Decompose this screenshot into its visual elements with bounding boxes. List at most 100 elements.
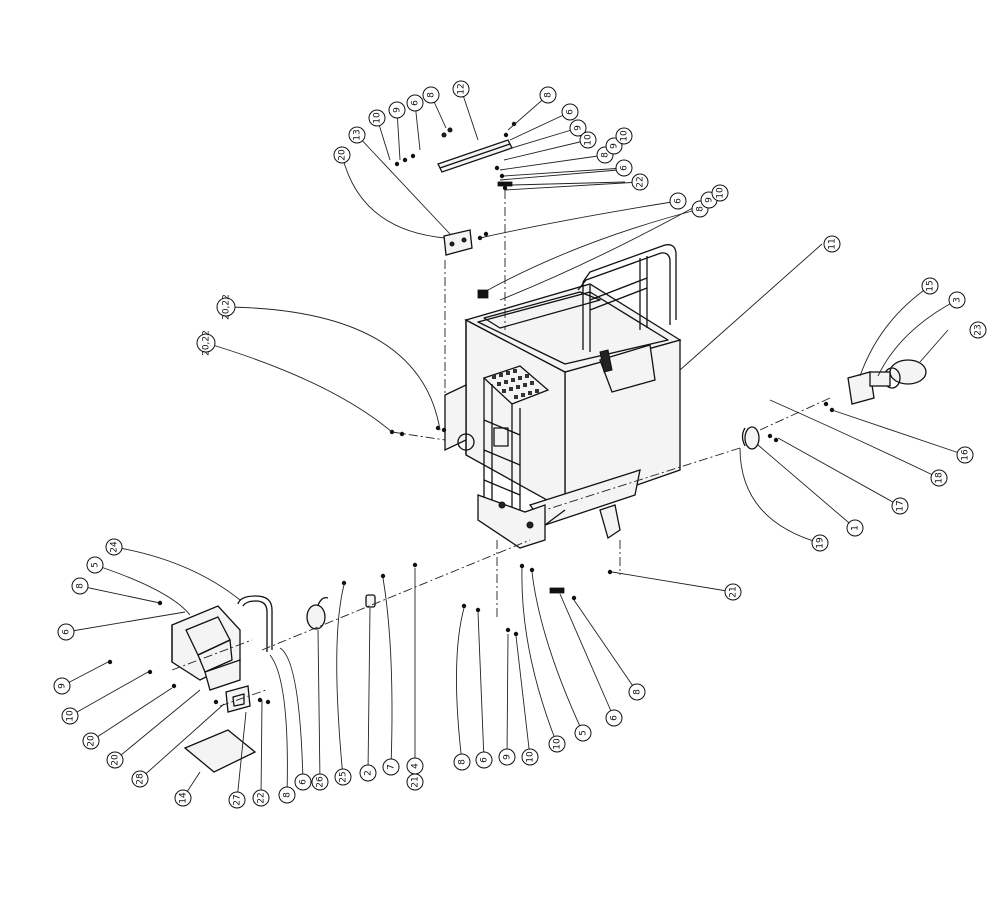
spout-cover: [171, 605, 241, 691]
callout-label: 12: [457, 83, 467, 94]
callout-balloon: 6: [475, 751, 493, 769]
callout-label: 21: [729, 586, 739, 597]
callout-circle: [406, 773, 424, 791]
step-ladder: [477, 365, 550, 549]
callout-label: 8: [601, 152, 611, 158]
callout-label: 3: [953, 297, 963, 303]
callout-circle: [61, 707, 79, 725]
callout-circle: [406, 94, 424, 112]
lamp-26: [306, 597, 329, 630]
callout-circle: [579, 131, 597, 149]
callout-label: 9: [503, 754, 513, 760]
handrail: [577, 244, 677, 393]
callout-circle: [631, 173, 649, 191]
callout-circle: [628, 683, 646, 701]
callout-balloon: 10: [521, 748, 539, 766]
callout-label: 8: [283, 792, 293, 798]
callout-label: 20: [87, 735, 97, 747]
callout-circle: [823, 235, 841, 253]
callout-label: 26: [316, 776, 326, 788]
chute-plate: [183, 729, 257, 773]
handle-24: [237, 595, 273, 652]
callout-balloon: 25: [334, 768, 352, 786]
callout-circle: [311, 773, 329, 791]
callout-circle: [475, 751, 493, 769]
callout-label: 6: [299, 779, 309, 785]
callout-label: 20: [338, 149, 348, 161]
callout-circle: [846, 519, 864, 537]
latch-bracket: [225, 685, 251, 713]
callout-circle: [105, 538, 123, 556]
callout-balloon: 2: [359, 764, 377, 782]
callout-circle: [452, 80, 470, 98]
callout-balloons: 12869101320869108910622689101120,2220,22…: [53, 80, 987, 809]
callout-circle: [71, 577, 89, 595]
callout-balloon: 22: [631, 173, 649, 191]
callout-circle: [216, 297, 236, 317]
callout-label: 20,22: [222, 294, 232, 320]
callout-circle: [333, 146, 351, 164]
callout-label: 6: [480, 757, 490, 763]
callout-balloon: 17: [891, 497, 909, 515]
callout-balloon: 20,22: [216, 294, 236, 320]
callout-label: 24: [110, 541, 120, 553]
hopper-body: [444, 283, 682, 526]
callout-circle: [334, 768, 352, 786]
callout-circle: [891, 497, 909, 515]
callout-circle: [711, 184, 729, 202]
callout-label: 10: [584, 134, 594, 146]
callout-circle: [548, 735, 566, 753]
callout-label: 8: [633, 689, 643, 695]
callout-label: 25: [339, 771, 349, 782]
callout-label: 9: [574, 125, 584, 131]
callout-circle: [86, 556, 104, 574]
callout-circle: [539, 86, 557, 104]
callout-label: 6: [674, 198, 684, 204]
top-plate: [437, 127, 513, 173]
callout-balloon: 27: [228, 791, 246, 809]
motor-assembly: [847, 359, 927, 405]
callout-label: 21: [411, 776, 421, 787]
callout-balloon: 5: [574, 724, 592, 742]
callout-label: 9: [393, 107, 403, 113]
callout-balloon: 9: [388, 101, 406, 119]
callout-balloon: 14: [174, 789, 192, 807]
callout-balloon: 6: [561, 103, 579, 121]
callout-label: 6: [610, 715, 620, 721]
callout-label: 8: [458, 759, 468, 765]
callout-label: 14: [179, 792, 189, 804]
callout-balloon: 22: [252, 789, 270, 807]
callout-balloon: 21: [406, 773, 424, 791]
callout-circle: [252, 789, 270, 807]
callout-label: 5: [91, 562, 101, 568]
callout-balloon: 6: [605, 709, 623, 727]
callout-circle: [569, 119, 587, 137]
callout-balloon: 5: [86, 556, 104, 574]
callout-label: 23: [974, 324, 984, 335]
callout-label: 8: [696, 206, 706, 212]
callout-balloon: 15: [921, 277, 939, 295]
callout-balloon: 18: [930, 469, 948, 487]
callout-label: 9: [610, 143, 620, 149]
callout-label: 8: [544, 92, 554, 98]
callout-label: 8: [76, 583, 86, 589]
callout-balloon: 8: [71, 577, 89, 595]
callout-circle: [615, 159, 633, 177]
callout-label: 1: [851, 525, 861, 531]
callout-balloon: 8: [422, 86, 440, 104]
callout-circle: [368, 109, 386, 127]
callout-label: 11: [828, 238, 838, 249]
callout-circle: [811, 534, 829, 552]
callout-balloon: 9: [53, 677, 71, 695]
callout-balloon: 12: [452, 80, 470, 98]
callout-label: 22: [636, 176, 646, 187]
callout-label: 8: [427, 92, 437, 98]
callout-balloon: 19: [811, 534, 829, 552]
callout-circle: [948, 291, 966, 309]
callout-circle: [921, 277, 939, 295]
callout-circle: [498, 748, 516, 766]
callout-label: 10: [66, 710, 76, 722]
bracket-13: [443, 229, 473, 256]
